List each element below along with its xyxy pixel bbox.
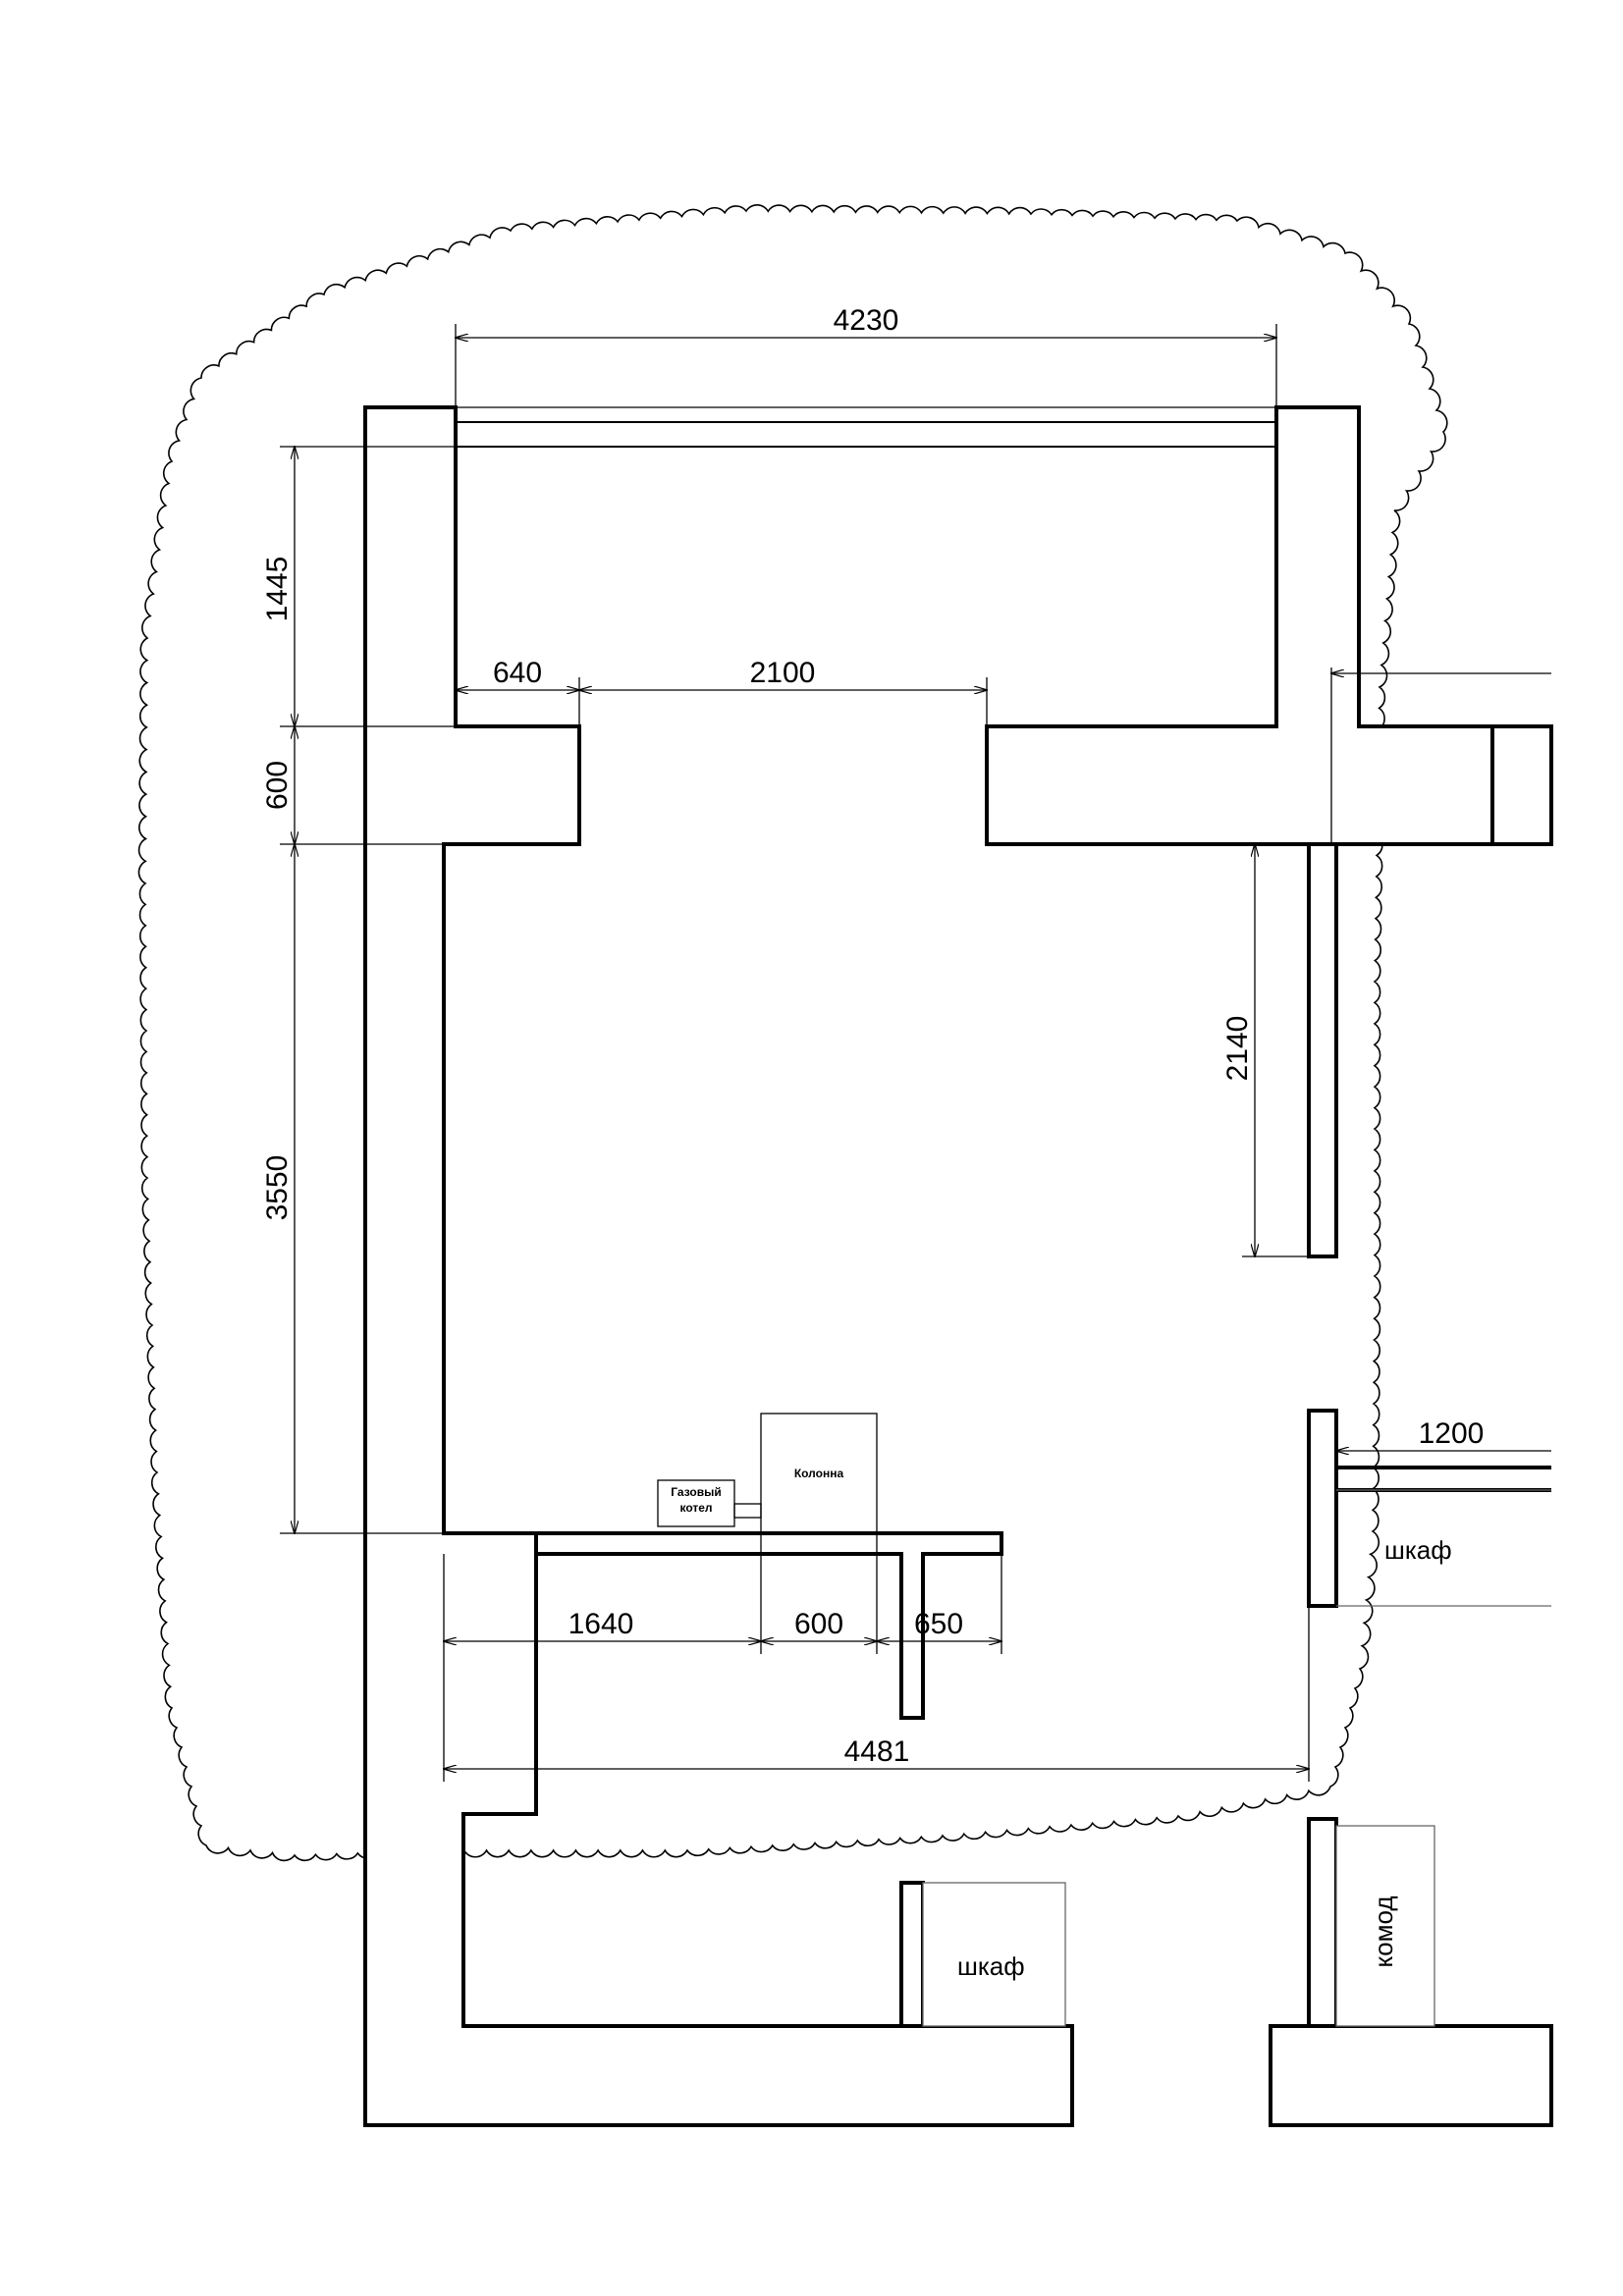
dim-2100-text: 2100	[750, 657, 816, 689]
dim-top-text: 4230	[834, 304, 899, 337]
dim-1200-text: 1200	[1419, 1417, 1485, 1450]
column-box	[760, 1413, 878, 1534]
column-label: Колонна	[794, 1467, 844, 1480]
bottom-right-wall	[1269, 2024, 1553, 2127]
revision-cloud	[137, 204, 1448, 1862]
counter-wall	[534, 1531, 1003, 1720]
dim-650-text: 650	[914, 1608, 963, 1640]
dim-left-text-3: 3550	[261, 1155, 294, 1221]
upper-right-partition	[985, 405, 1553, 846]
right-pier	[1307, 842, 1338, 1258]
wardrobe-bottom-box	[922, 1882, 1066, 2027]
dim-1640-text: 1640	[568, 1608, 634, 1640]
wardrobe-right-label: шкаф	[1384, 1535, 1452, 1565]
dim-left-text-2: 600	[261, 761, 294, 810]
gas-boiler-label-2: котел	[679, 1501, 712, 1515]
boiler-connector	[733, 1503, 762, 1519]
dresser-box	[1335, 1825, 1435, 2027]
bottom-pier-right	[1307, 1817, 1338, 2028]
dim-600b-text: 600	[794, 1608, 843, 1640]
left-wall	[363, 405, 1074, 2127]
wardrobe-bottom-label: шкаф	[957, 1951, 1025, 1981]
dresser-label: комод	[1369, 1896, 1398, 1967]
bottom-pier-left	[899, 1881, 925, 2028]
dim-2140-text: 2140	[1221, 1016, 1254, 1082]
upper-left-partition	[456, 724, 581, 846]
dim-left-text-1: 1445	[261, 557, 294, 622]
dim-4481-text: 4481	[844, 1735, 910, 1768]
dim-640-text: 640	[493, 657, 542, 689]
gas-boiler-label: Газовый	[671, 1485, 721, 1499]
lower-right-pier	[1307, 1409, 1338, 1608]
